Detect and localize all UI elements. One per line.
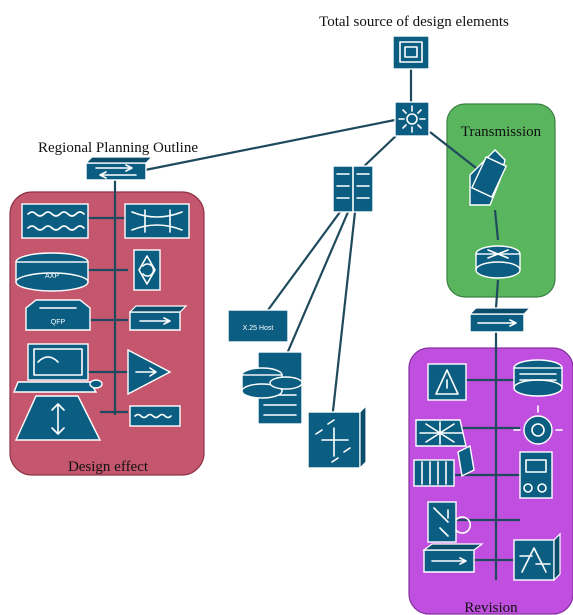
- top-label: Total source of design elements: [319, 14, 509, 30]
- axp-router-icon: AXP: [15, 252, 89, 292]
- refresh-device-icon: [133, 249, 161, 291]
- x25-host-icon: X.25 Host: [227, 309, 289, 343]
- transmission-label: Transmission: [461, 124, 542, 140]
- workstation-icon: [12, 343, 103, 393]
- transmission-group: [446, 103, 556, 298]
- server-rack-icon: [332, 165, 374, 213]
- design-effect-label: Design effect: [68, 459, 149, 475]
- branch-switch-icon: [128, 305, 188, 331]
- wave-device-2-icon: [129, 405, 181, 427]
- qfp-icon: QFP: [25, 299, 91, 331]
- module-rack-icon: [413, 444, 475, 487]
- controller-icon: [519, 451, 553, 499]
- optical-cross-connect-icon: [124, 203, 190, 239]
- regional-switch-icon: [84, 156, 154, 181]
- x25-host-label: X.25 Host: [243, 325, 274, 332]
- path-controller-icon: [427, 501, 471, 543]
- star-switch-icon: [415, 419, 467, 447]
- path-switch-icon: [307, 404, 367, 470]
- handheld-device-icon: [469, 149, 508, 206]
- qfp-label: QFP: [51, 319, 66, 326]
- wave-device-1-icon: [21, 203, 89, 239]
- revision-router-icon: [513, 359, 563, 397]
- flat-switch-icon: [422, 543, 484, 573]
- database-server-icon: [241, 351, 303, 425]
- regional-label: Regional Planning Outline: [38, 140, 198, 156]
- amplifier-icon: [127, 348, 172, 396]
- transmission-router-icon: [475, 245, 521, 279]
- firewall-icon: [427, 363, 467, 401]
- gear-bridge-icon: [513, 405, 563, 445]
- route-switch-icon: [513, 532, 561, 582]
- revision-label: Revision: [464, 600, 518, 615]
- source-device-icon: [392, 35, 430, 70]
- central-switch-icon: [394, 101, 430, 137]
- vertical-transfer-icon: [14, 395, 102, 441]
- transmission-switch-icon: [468, 307, 532, 333]
- connection-lines: [88, 68, 520, 580]
- axp-label: AXP: [45, 273, 59, 280]
